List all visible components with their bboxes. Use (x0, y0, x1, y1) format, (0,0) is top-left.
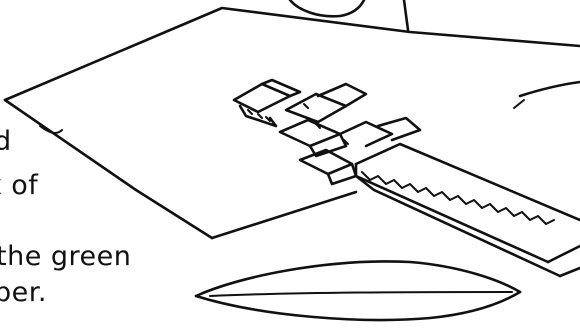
caption-line: the green (0, 243, 131, 270)
paper-sheet-icon (5, 8, 580, 238)
caption-line: d (0, 128, 12, 155)
paper-squares-icon (234, 80, 420, 184)
green-leaf-icon (196, 261, 520, 320)
caption-line: per. (0, 279, 47, 306)
cardboard-strip-icon (356, 144, 580, 276)
caption-line: k of (0, 172, 38, 199)
